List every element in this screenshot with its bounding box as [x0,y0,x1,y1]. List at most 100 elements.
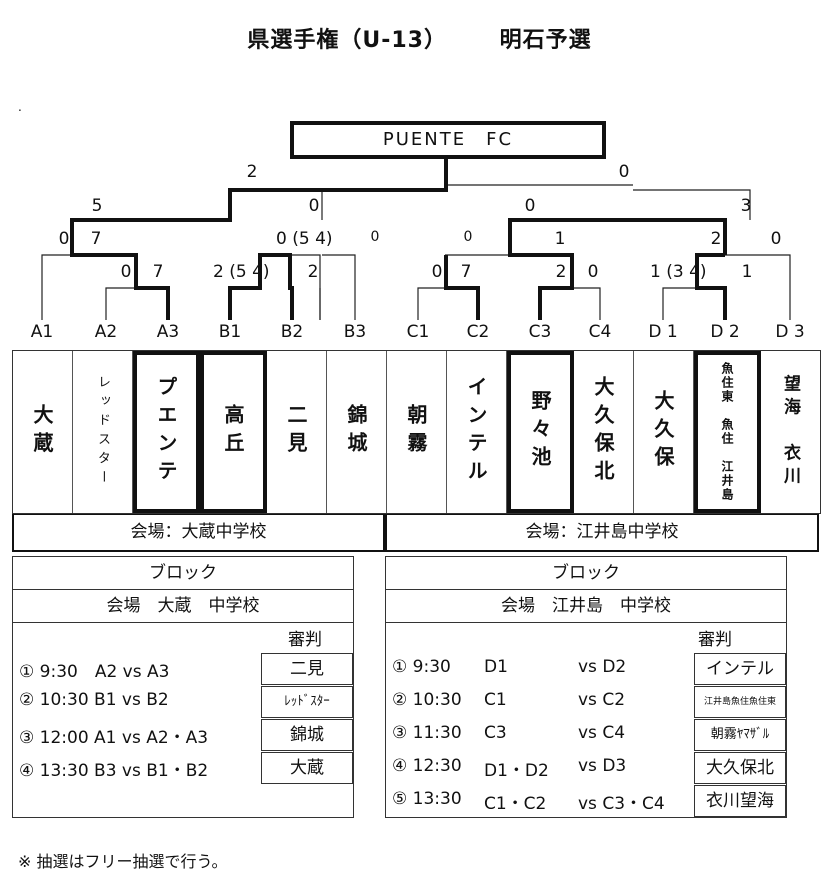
team-name: 魚住東 魚住 江井島 [720,362,734,502]
match-time: ④ 12:30 [392,756,462,776]
referee-cell: 江井島魚住魚住東 [694,686,786,718]
team-name: インテル [464,376,488,488]
referee-cell: ﾚｯﾄﾞｽﾀｰ [261,686,353,718]
bracket-d3 [725,254,791,320]
champion-box: PUENTE FC [290,121,606,159]
slot-label: A2 [94,322,118,342]
score-c12-l: 0 [431,262,443,282]
team-cell: 朝霧 [387,351,447,513]
team-cell: 大蔵 [13,351,73,513]
bracket-lines [41,155,791,320]
schedule-panel-left: ブロック 会場 大蔵 中学校 審判 ① 9:30 A2 vs A3 ② 10:3… [12,556,354,818]
match-row: ② 10:30 B1 vs B2 [19,690,169,710]
bracket-b3-line [322,254,356,320]
slot-label: B1 [218,322,242,342]
score-qc-r2: 0 [770,229,782,249]
match-time: ① 9:30 [392,657,451,677]
team-name: 大久保 [651,390,675,474]
winner-c3 [508,218,727,320]
team-cell: 二見 [267,351,327,513]
team-name: レッドスター [95,375,110,489]
referee-cell: 二見 [261,653,353,685]
winner-path-puente [70,155,448,320]
slot-label: D 1 [648,322,678,342]
panel-venue: 会場 大蔵 中学校 [13,590,353,623]
match-time: ③ 11:30 [392,723,462,743]
bracket-d1 [662,287,697,320]
score-final-left: 2 [246,162,258,182]
slot-label: D 3 [775,322,805,342]
bracket-a1 [41,254,70,320]
match-team-a: C1・C2 [484,794,547,814]
referee-cell: 錦城 [261,719,353,751]
match-team-b: vs C3・C4 [578,794,665,814]
team-name: 二見 [284,404,308,460]
match-team-a: D1 [484,657,508,677]
bracket-c4 [572,287,601,320]
team-name: 大久保北 [591,376,615,488]
tournament-name: 県選手権（U-13） [247,28,447,53]
match-team-a: D1・D2 [484,761,549,781]
score-c12-r: 7 [460,262,472,282]
match-team-b: vs D3 [578,756,627,776]
match-team-b: vs D2 [578,657,627,677]
score-sf-left-r: 0 [308,196,320,216]
score-a23-l: 0 [120,262,132,282]
score-qa-r2: 0 [370,229,380,245]
slot-label: A1 [30,322,54,342]
panel-venue: 会場 江井島 中学校 [386,590,786,623]
match-team-b: vs C2 [578,690,626,710]
team-name: 錦城 [344,404,368,460]
team-cell: 大久保北 [574,351,634,513]
panel-block-label: ブロック [13,557,353,590]
score-a23-r: 7 [152,262,164,282]
referee-heading: 審判 [288,630,322,650]
slot-label: C2 [466,322,490,342]
team-name: プエンテ [154,376,178,488]
schedule-panel-right: ブロック 会場 江井島 中学校 審判 ① 9:30 D1 vs D2 ② 10:… [385,556,787,818]
score-b12-r: 2 [307,262,319,282]
winner-c2 [444,255,480,320]
match-row: ① 9:30 A2 vs A3 [19,662,170,682]
venue-right: 会場：江井島中学校 [385,514,819,552]
score-sf-left-l: 5 [91,196,103,216]
team-cell: インテル [447,351,507,513]
match-row: ④ 13:30 B3 vs B1・B2 [19,761,209,781]
team-name: 野々池 [528,390,552,474]
slot-label: C3 [528,322,552,342]
tournament-subtitle: 明石予選 [499,28,592,53]
bracket-c1 [417,287,450,320]
match-team-b: vs C4 [578,723,626,743]
score-qa-l2: 7 [90,229,102,249]
team-cell-winner: 魚住東 魚住 江井島 [694,351,761,513]
team-cell-winner: 高丘 [200,351,267,513]
score-c34-r: 0 [587,262,599,282]
score-final-right: 0 [618,162,630,182]
venue-left: 会場：大蔵中学校 [12,514,385,552]
referee-cell: 朝霧ﾔﾏｻﾞﾙ [694,719,786,751]
winner-d2 [695,253,727,320]
team-row: 大蔵 レッドスター プエンテ 高丘 二見 錦城 朝霧 インテル 野々池 大久保北… [12,350,821,514]
slot-label: D 2 [710,322,740,342]
match-row: ③ 12:00 A1 vs A2・A3 [19,728,209,748]
score-d12-r: 1 [741,262,753,282]
team-name: 朝霧 [404,404,428,460]
score-qa-l1: 0 [58,229,70,249]
match-team-a: C1 [484,690,507,710]
team-name: 大蔵 [30,404,54,460]
score-qc-l2: 1 [554,229,566,249]
score-qa-r: 0 (5 4) [276,229,333,249]
score-qc-l1: 0 [463,229,473,245]
stray-dot: . [18,100,22,114]
score-sf-right-r: 3 [740,196,752,216]
team-cell: 大久保 [634,351,694,513]
team-cell-winner: 野々池 [507,351,574,513]
slot-label: C4 [588,322,612,342]
team-cell: 錦城 [327,351,387,513]
score-c34-l: 2 [555,262,567,282]
match-team-a: C3 [484,723,507,743]
slot-label: B2 [280,322,304,342]
slot-label: A3 [156,322,180,342]
referee-cell: 大久保北 [694,752,786,784]
team-name: 高丘 [221,404,245,460]
